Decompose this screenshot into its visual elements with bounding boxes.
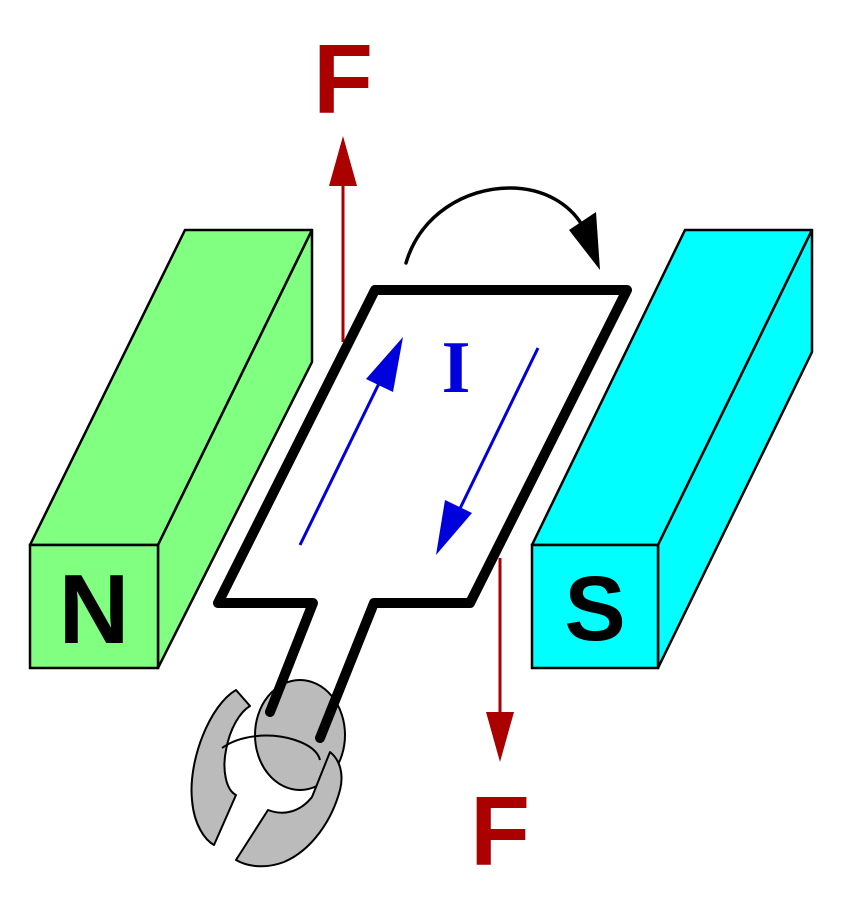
south-magnet-front-face [530,543,660,670]
commutator-right-segment [235,751,343,868]
north-magnet: N [28,228,314,670]
north-magnet-front-face [28,543,160,670]
commutator [190,679,346,868]
current-arrow-up [298,337,403,546]
current-arrow-down-head [436,500,472,555]
current-loop [213,285,632,743]
force-arrow-down-head [486,712,514,762]
commutator-back-rim [254,679,346,791]
current-label: I [442,327,471,409]
curved-arrow-head [569,212,600,270]
force-arrow-up [329,136,357,342]
south-magnet: S [530,228,814,670]
south-pole-label: S [564,558,625,660]
current-arrow-down [436,347,540,555]
curved-arrow-icon [404,186,600,270]
force-arrow-down [486,558,514,762]
commutator-left-segment [190,689,251,846]
north-pole-label: N [59,554,130,664]
force-label-bottom: F [470,776,530,886]
force-label-top: F [313,24,373,134]
force-arrow-up-head [329,136,357,186]
commutator-front-arc [221,734,321,761]
current-arrow-up-head [366,337,403,392]
